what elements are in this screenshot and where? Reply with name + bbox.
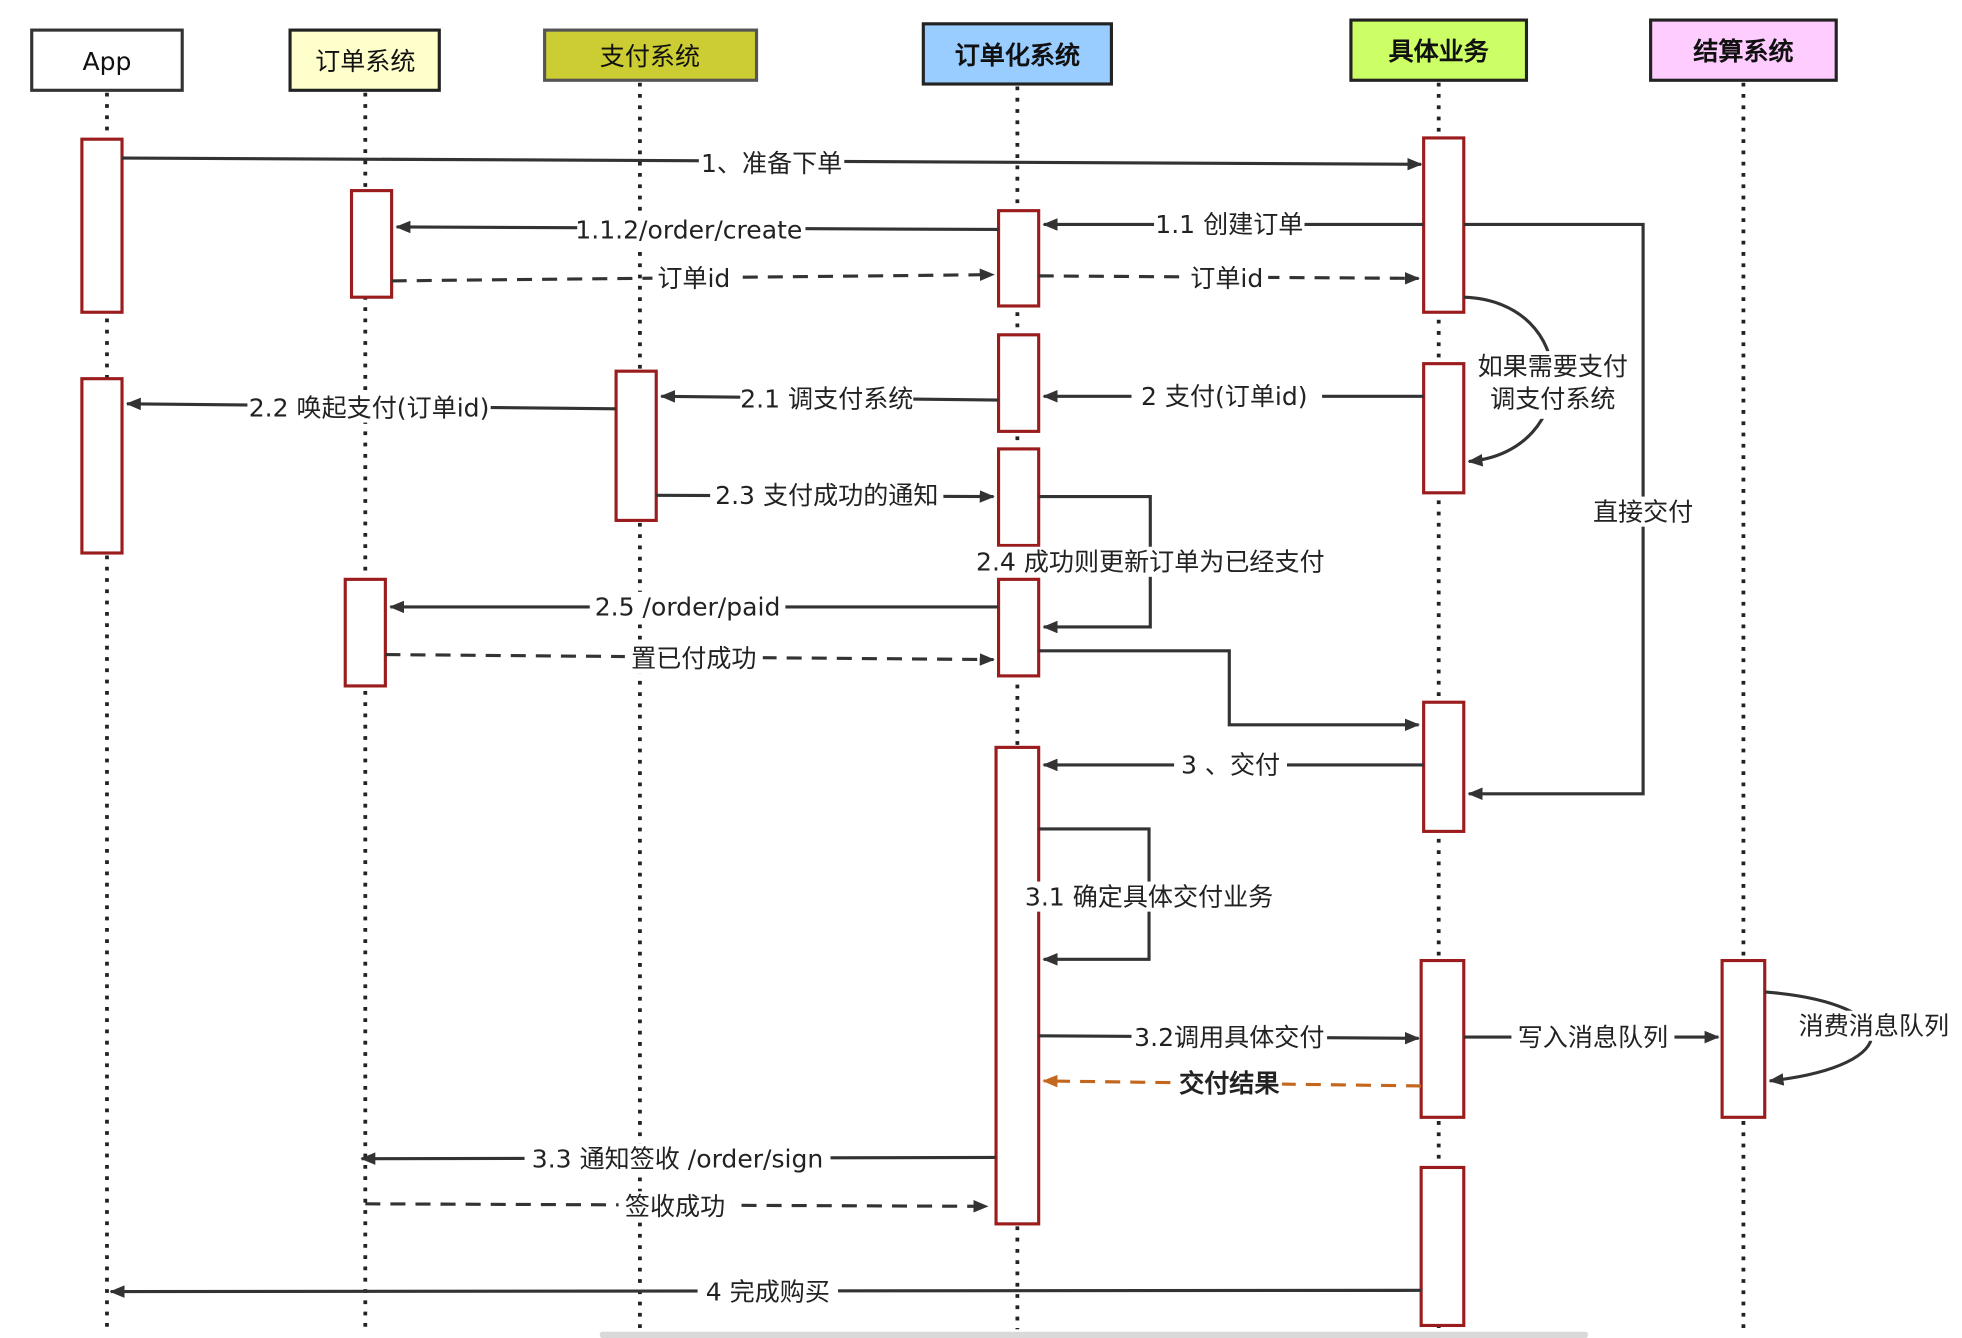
message-2-4-label: 2.4 成功则更新订单为已经支付 [976,548,1325,577]
message-2-pay: 2 支付(订单id) [1042,381,1424,412]
participant-app-label: App [82,47,131,76]
activation-business-2 [1422,362,1466,495]
message-1-1-create-order: 1.1 创建订单 [1042,209,1424,240]
message-2-1-label: 2.1 调支付系统 [740,385,913,414]
message-forward-to-business [1038,649,1420,732]
message-write-mq-label: 写入消息队列 [1518,1023,1668,1052]
message-consume-mq: 消费消息队列 [1764,990,1955,1086]
message-2-2-label: 2.2 唤起支付(订单id) [249,393,490,422]
message-2-3-label: 2.3 支付成功的通知 [715,481,938,510]
message-direct-delivery-label: 直接交付 [1593,497,1693,526]
activation-business-3 [1422,700,1466,833]
message-1-prepare-order: 1、准备下单 [122,147,1423,179]
message-1-label: 1、准备下单 [701,149,842,178]
activation-ordering-1 [996,209,1041,308]
message-3-label: 3 、交付 [1181,751,1280,780]
message-2-4-update-paid: 2.4 成功则更新订单为已经支付 [968,495,1333,634]
activation-app-2 [80,377,124,555]
participant-app: App [30,28,184,92]
message-set-paid-success: 置已付成功 [385,643,995,674]
participant-settlement-system: 结算系统 [1649,18,1838,82]
message-delivery-result: 交付结果 [1042,1068,1422,1099]
activation-ordering-5 [994,745,1041,1226]
message-2-label: 2 支付(订单id) [1141,382,1308,411]
activation-payment-1 [614,369,658,522]
message-3-2-call-delivery: 3.2调用具体交付 [1038,1021,1420,1053]
participant-settlement-system-label: 结算系统 [1693,37,1793,66]
message-consume-mq-label: 消费消息队列 [1799,1012,1949,1041]
message-write-mq: 写入消息队列 [1463,1021,1720,1053]
activation-business-5 [1419,1165,1466,1328]
message-order-id-b-label: 订单id [1190,264,1263,293]
message-2-3-payment-success-notify: 2.3 支付成功的通知 [656,480,995,511]
message-1-1-2-label: 1.1.2/order/create [575,215,802,244]
activation-app-1 [80,137,124,314]
message-sign-success-label: 签收成功 [625,1192,725,1221]
message-order-id-a-label: 订单id [657,264,730,293]
activation-business-4 [1419,958,1466,1119]
note-pay-if-needed: 如果需要支付 调支付系统 [1463,295,1634,467]
participant-payment-system-label: 支付系统 [600,42,700,71]
participant-order-system-label: 订单系统 [315,47,415,76]
message-sign-success: 签收成功 [365,1191,989,1222]
activation-order-1 [349,189,394,299]
message-2-5-label: 2.5 /order/paid [595,593,781,622]
participant-payment-system: 支付系统 [543,28,759,82]
participant-ordering-system: 订单化系统 [921,22,1113,86]
message-3-3-notify-sign: 3.3 通知签收 /order/sign [360,1143,997,1174]
activation-ordering-2 [996,333,1041,433]
activation-order-2 [343,577,387,688]
message-order-id-return-a: 订单id [391,263,995,294]
message-2-2-invoke-payment: 2.2 唤起支付(订单id) [125,392,617,423]
message-4-complete-purchase: 4 完成购买 [109,1276,1422,1307]
note-pay-line2: 调支付系统 [1490,385,1615,414]
message-3-2-label: 3.2调用具体交付 [1134,1023,1324,1052]
activation-business-1 [1422,136,1466,314]
activation-ordering-3 [996,447,1041,548]
message-1-1-label: 1.1 创建订单 [1155,210,1303,239]
horizontal-scrollbar[interactable] [599,1331,1588,1338]
message-set-paid-label: 置已付成功 [631,644,756,673]
message-3-1-determine-delivery: 3.1 确定具体交付业务 [1021,827,1277,966]
activation-settlement-1 [1720,958,1767,1119]
participant-order-system: 订单系统 [288,28,441,92]
participant-business: 具体业务 [1349,18,1529,82]
participant-business-label: 具体业务 [1389,37,1490,66]
message-2-1-call-payment: 2.1 调支付系统 [659,383,999,414]
message-2-5-order-paid: 2.5 /order/paid [389,591,999,622]
message-4-label: 4 完成购买 [706,1277,830,1306]
message-1-1-2-order-create: 1.1.2/order/create [395,214,999,245]
message-order-id-return-b: 订单id [1038,263,1420,294]
message-direct-delivery: 直接交付 [1463,222,1699,801]
participant-ordering-system-label: 订单化系统 [955,41,1080,70]
message-3-3-label: 3.3 通知签收 /order/sign [532,1144,824,1173]
message-delivery-result-label: 交付结果 [1179,1069,1279,1098]
note-pay-line1: 如果需要支付 [1478,352,1628,381]
message-3-deliver: 3 、交付 [1042,749,1424,780]
activation-ordering-4 [996,577,1041,678]
message-3-1-label: 3.1 确定具体交付业务 [1025,882,1273,911]
